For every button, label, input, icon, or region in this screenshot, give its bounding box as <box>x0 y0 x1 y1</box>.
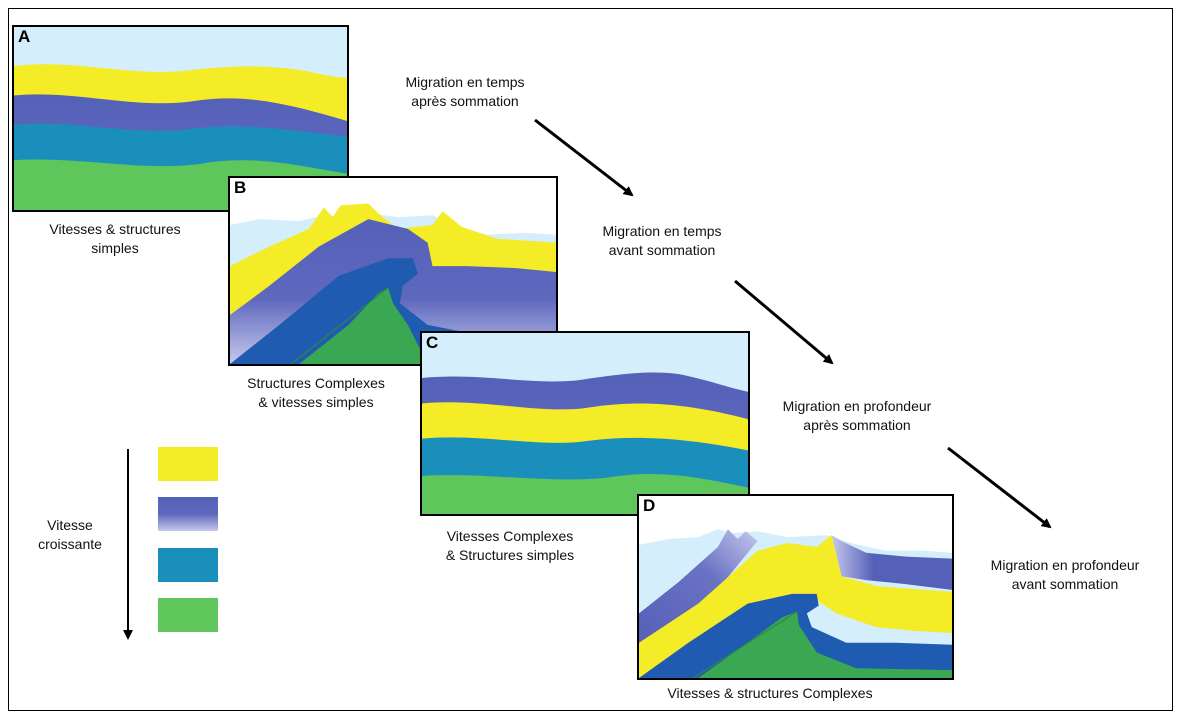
method-3-label: Migration en profondeur après sommation <box>752 397 962 435</box>
panel-b: B <box>228 176 558 366</box>
panel-d-letter: D <box>643 496 656 515</box>
panel-b-cross-section <box>230 178 556 364</box>
method-1-label: Migration en temps après sommation <box>375 73 555 111</box>
panel-a-letter: A <box>18 27 31 46</box>
method-3-line1: Migration en profondeur <box>782 398 932 414</box>
method-1-line1: Migration en temps <box>405 74 525 90</box>
legend-label: Vitesse croissante <box>20 516 120 554</box>
panel-a-caption-line1: Vitesses & structures <box>49 221 181 237</box>
method-1-line2: après sommation <box>411 93 519 109</box>
figure-frame <box>8 8 1173 711</box>
legend-label-line2: croissante <box>38 536 102 552</box>
method-2-line1: Migration en temps <box>602 223 722 239</box>
method-4-label: Migration en profondeur avant sommation <box>960 556 1170 594</box>
panel-a-caption-line2: simples <box>91 240 139 256</box>
panel-c-caption-line2: & Structures simples <box>445 547 575 563</box>
legend-swatch-teal <box>158 548 218 582</box>
panel-b-caption: Structures Complexes & vitesses simples <box>216 374 416 412</box>
method-4-line2: avant sommation <box>1011 576 1119 592</box>
method-3-line2: après sommation <box>803 417 911 433</box>
panel-b-letter: B <box>234 178 247 197</box>
panel-c-cross-section <box>422 333 748 514</box>
panel-b-caption-line2: & vitesses simples <box>258 394 374 410</box>
legend-swatch-green <box>158 598 218 632</box>
panel-d-cross-section <box>639 496 952 678</box>
panel-c: C <box>420 331 750 516</box>
panel-c-caption: Vitesses Complexes & Structures simples <box>410 527 610 565</box>
legend-swatch-yellow <box>158 447 218 481</box>
panel-a-caption: Vitesses & structures simples <box>20 220 210 258</box>
panel-b-caption-line1: Structures Complexes <box>247 375 385 391</box>
method-2-line2: avant sommation <box>608 242 716 258</box>
panel-d-caption-line1: Vitesses & structures Complexes <box>667 685 873 701</box>
legend-swatch-purple <box>158 497 218 531</box>
panel-c-letter: C <box>426 333 439 352</box>
panel-c-caption-line1: Vitesses Complexes <box>446 528 574 544</box>
method-4-line1: Migration en profondeur <box>990 557 1140 573</box>
panel-d: D <box>637 494 954 680</box>
method-2-label: Migration en temps avant sommation <box>572 222 752 260</box>
panel-d-caption: Vitesses & structures Complexes <box>640 684 900 703</box>
legend-label-line1: Vitesse <box>47 517 93 533</box>
